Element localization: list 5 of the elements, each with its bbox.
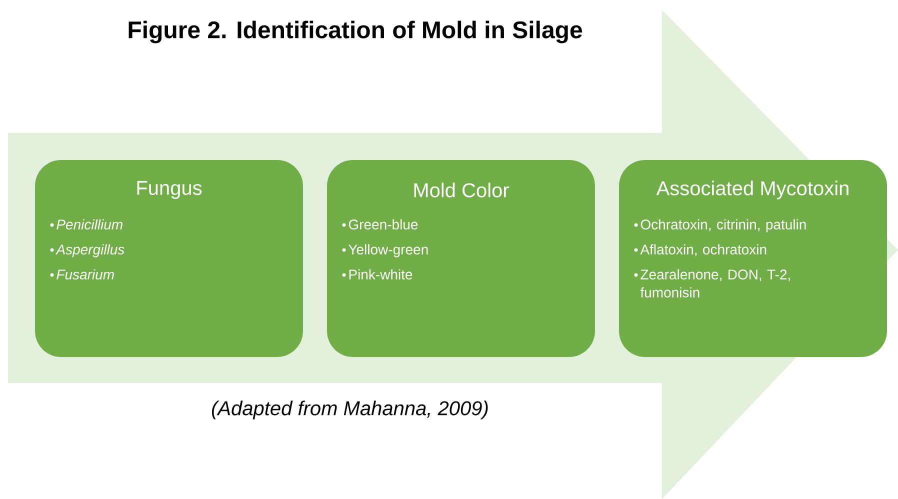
figure-title: Figure 2. Identification of Mold in Silage [128,20,582,44]
process-box: Mold Color Green-blue Yellow-green Pink-white [327,160,595,357]
process-box: Fungus Penicillium Aspergillus Fusarium [35,160,303,357]
caption: (Adapted from Mahanna, 2009) [212,400,488,420]
process-box: Associated Mycotoxin Ochratoxin, citrinin, patulin Aflatoxin, ochratoxin Zearalenone, DON, T-2, fumonisin [619,160,887,357]
